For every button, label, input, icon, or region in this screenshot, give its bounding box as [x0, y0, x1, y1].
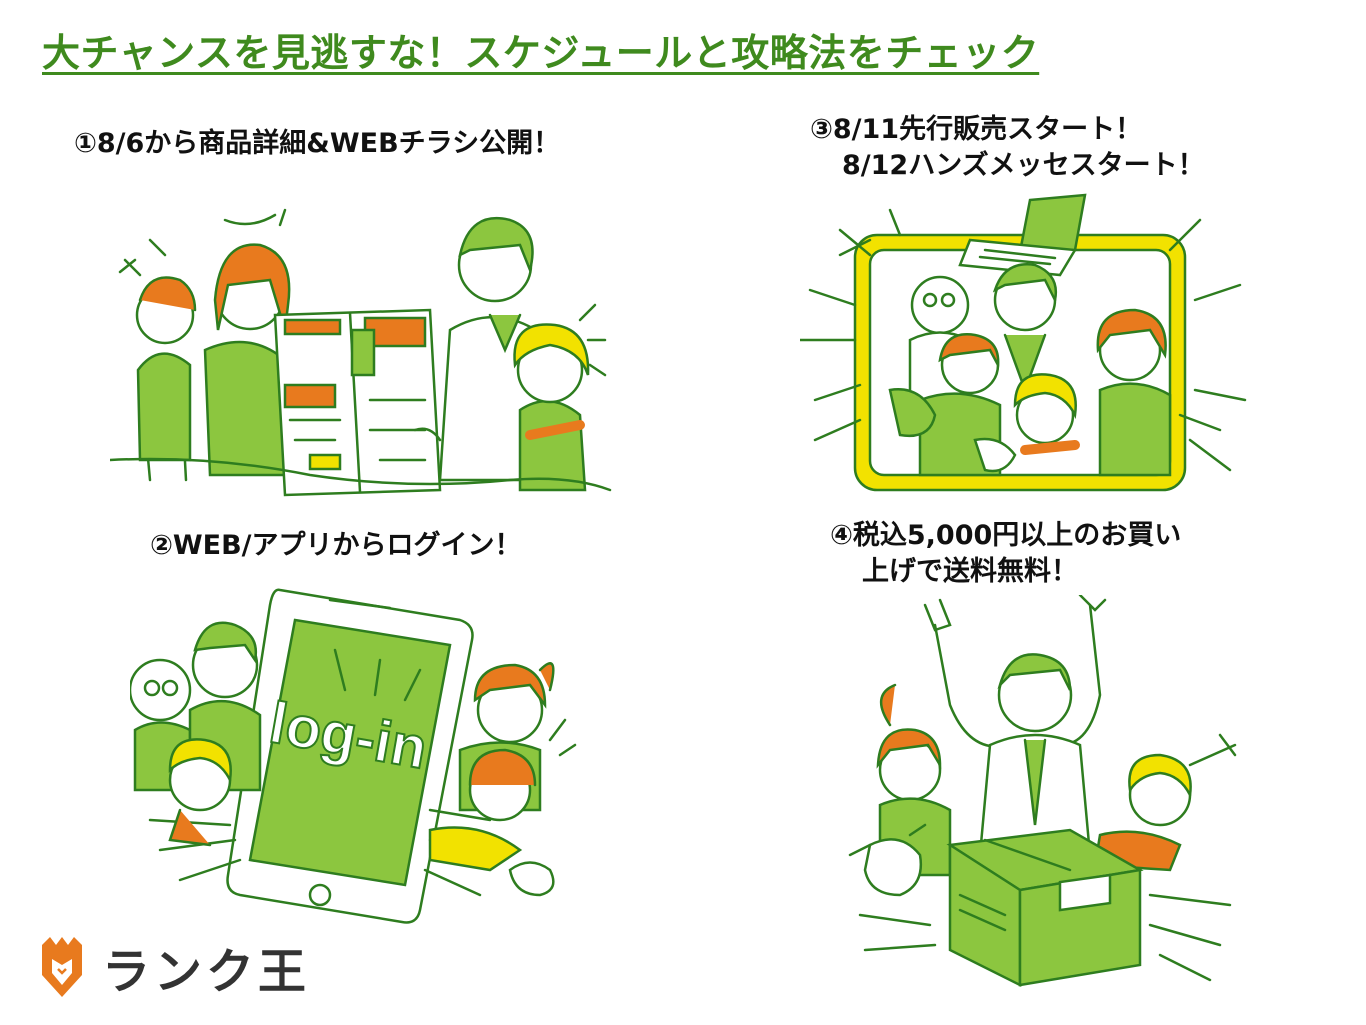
sale-start-crowd-illustration [800, 193, 1247, 492]
family-reading-flyer-illustration [110, 208, 612, 497]
step-3-caption: ③8/11先行販売スタート！ 8/12ハンズメッセスタート！ [810, 112, 1205, 184]
step-3-line-2: 8/12ハンズメッセスタート！ [842, 150, 1205, 181]
rank-ou-logo: ランク王 [36, 932, 310, 1002]
step-2-caption: ②WEB/アプリからログイン！ [150, 528, 522, 564]
free-shipping-box-illustration [848, 595, 1237, 988]
step-4-line-2: 上げで送料無料！ [862, 556, 1078, 587]
step-2-line-1: ②WEB/アプリからログイン！ [150, 530, 522, 561]
step-1-line-1: ①8/6から商品詳細&WEBチラシ公開！ [74, 128, 561, 159]
lion-crown-icon [42, 937, 82, 997]
page-title: 大チャンスを見逃すな！スケジュールと攻略法をチェック [42, 31, 1040, 75]
step-4-line-1: ④税込5,000円以上のお買い [830, 520, 1182, 551]
smartphone-login-illustration: log-in [130, 588, 577, 924]
logo-text: ランク王 [102, 944, 311, 1000]
step-3-line-1: ③8/11先行販売スタート！ [810, 114, 1143, 145]
step-4-caption: ④税込5,000円以上のお買い 上げで送料無料！ [830, 518, 1181, 590]
step-1-caption: ①8/6から商品詳細&WEBチラシ公開！ [74, 126, 560, 162]
